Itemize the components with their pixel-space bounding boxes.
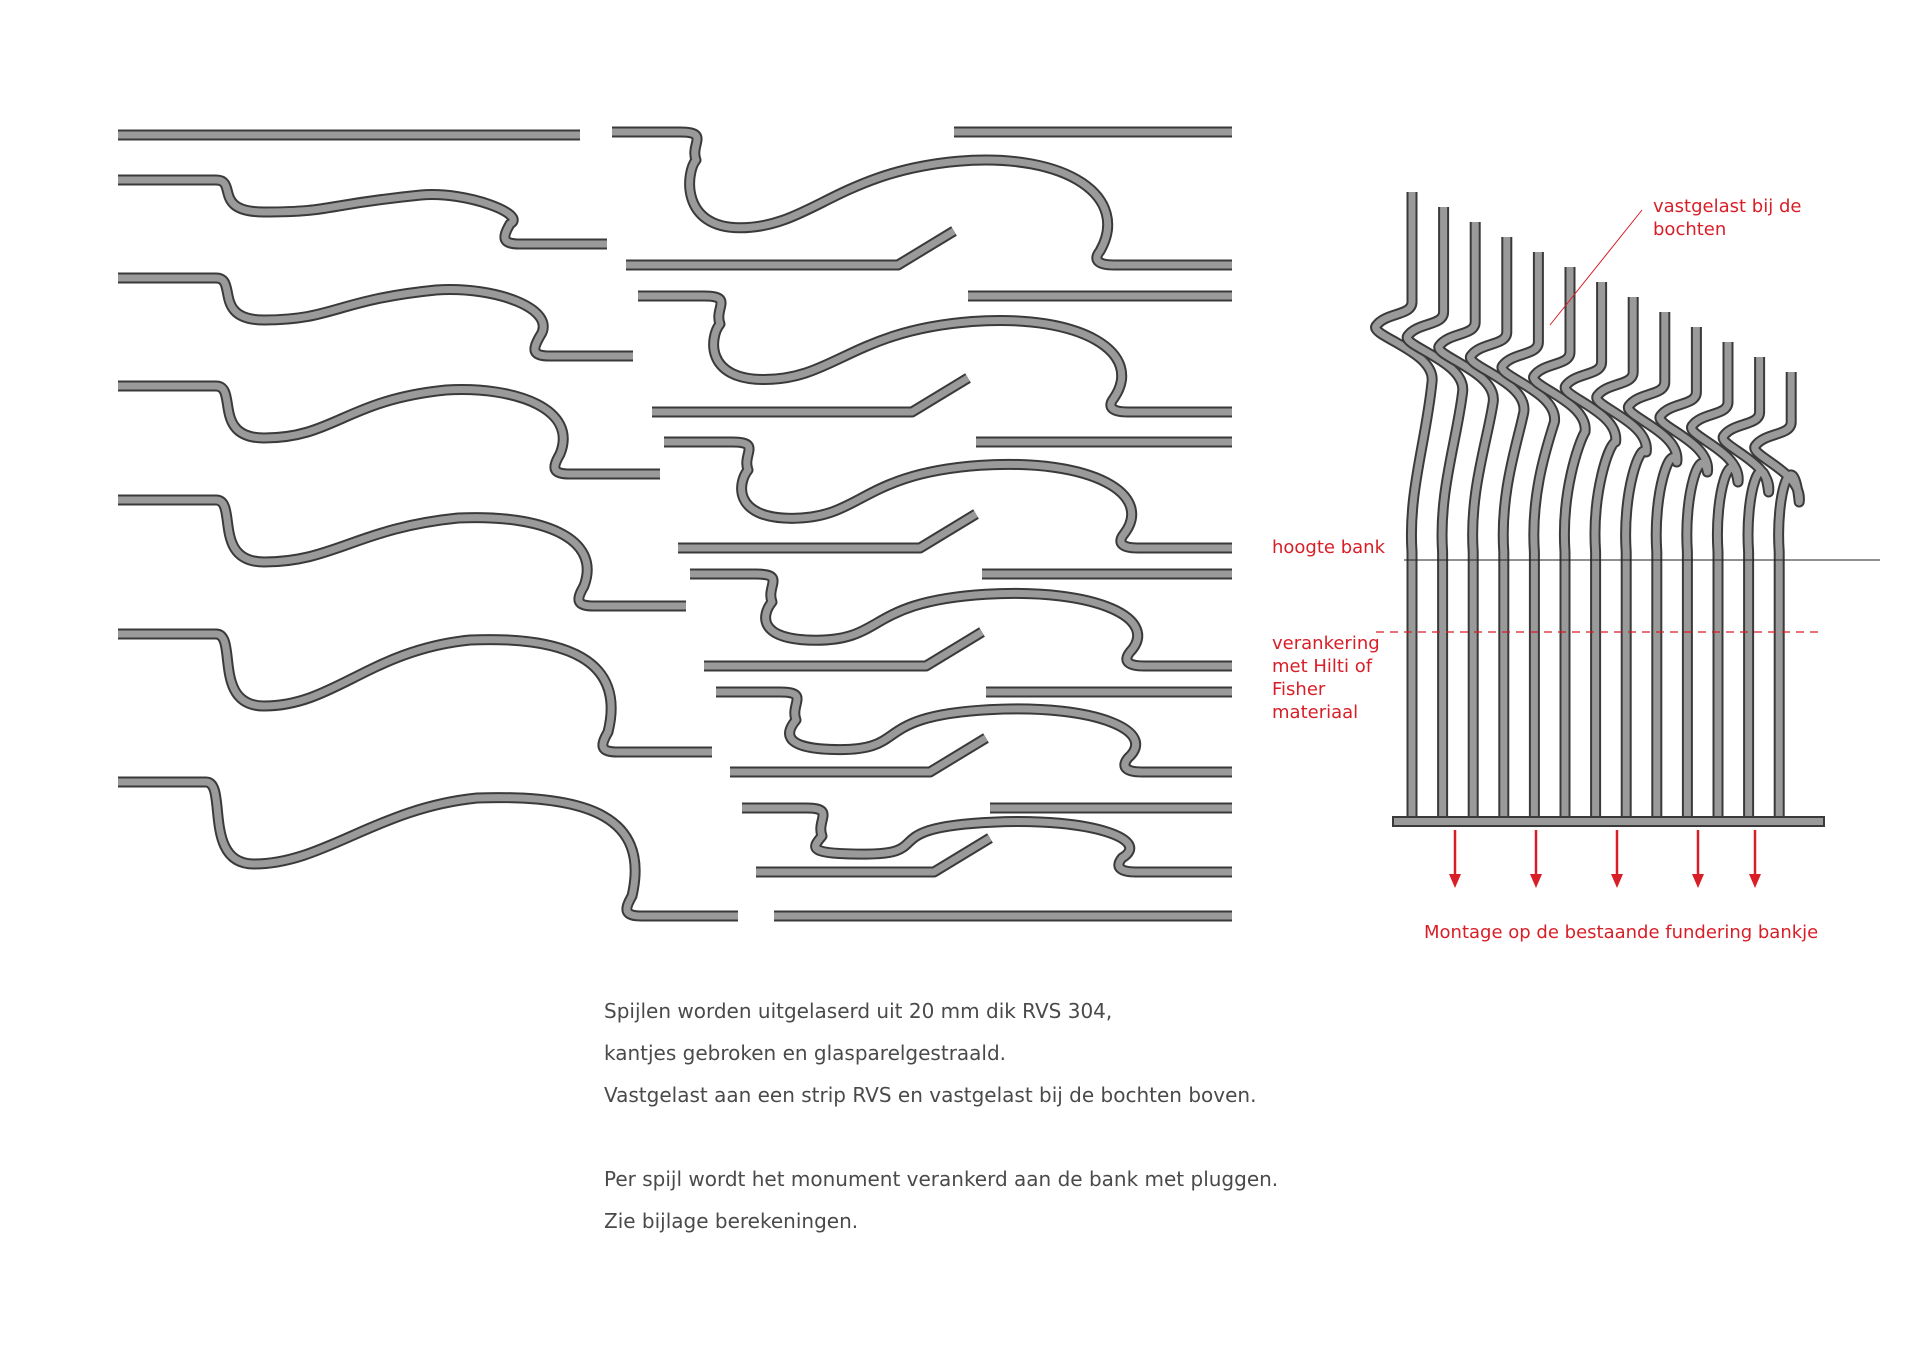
- upright-bar: [1749, 372, 1805, 818]
- upright-bar: [1654, 327, 1713, 818]
- welded-bends-label: vastgelast bij de bochten: [1653, 196, 1807, 240]
- upright-bar: [1370, 192, 1438, 818]
- anchoring-label: verankering met Hilti of Fisher materiaa…: [1272, 633, 1385, 723]
- bench-height-label: hoogte bank: [1272, 537, 1386, 558]
- flat-bar: [678, 509, 979, 554]
- flat-bar: [118, 174, 607, 250]
- flat-bar: [638, 290, 1232, 418]
- mounting-label: Montage op de bestaande fundering bankje: [1424, 922, 1818, 943]
- upright-bar: [1433, 222, 1499, 818]
- flat-bar: [742, 802, 1232, 878]
- anchor-arrow: [1692, 830, 1704, 888]
- anchor-arrows: [1449, 830, 1761, 888]
- upright-bar: [1528, 267, 1591, 818]
- description: Spijlen worden uitgelaserd uit 20 mm dik…: [604, 990, 1278, 1242]
- flat-bar: [730, 733, 989, 778]
- flat-bar: [756, 833, 993, 878]
- upright-bar: [1465, 237, 1530, 818]
- paragraph-gap: [604, 1116, 1278, 1158]
- upright-bar: [1591, 297, 1652, 818]
- upright-bar: [1560, 282, 1622, 818]
- flat-bar: [704, 627, 985, 672]
- anchor-arrow: [1449, 830, 1461, 888]
- anchor-arrow: [1749, 830, 1761, 888]
- description-line: Spijlen worden uitgelaserd uit 20 mm dik…: [604, 999, 1113, 1023]
- description-line: Vastgelast aan een strip RVS en vastgela…: [604, 1083, 1257, 1107]
- anchor-arrow: [1530, 830, 1542, 888]
- flat-bar: [118, 628, 712, 758]
- upright-bar: [1496, 252, 1560, 818]
- flat-bar: [690, 568, 1232, 672]
- upright-bar: [1718, 357, 1775, 818]
- upright-bars: [1370, 192, 1805, 818]
- flat-bar: [118, 494, 686, 612]
- welded-bends-leader: [1549, 209, 1643, 326]
- upright-bar: [1623, 312, 1683, 818]
- flat-bar: [118, 380, 660, 480]
- flat-bar: [716, 686, 1232, 778]
- flat-bar: [612, 126, 1232, 271]
- description-line: kantjes gebroken en glasparelgestraald.: [604, 1041, 1007, 1065]
- flat-bar: [626, 226, 957, 271]
- side-elevation: vastgelast bij de bochten hoogte bank ve…: [1272, 192, 1880, 943]
- upright-bar: [1686, 342, 1744, 818]
- base-strip: [1392, 816, 1825, 827]
- flat-bar: [664, 436, 1232, 554]
- anchor-arrow: [1611, 830, 1623, 888]
- description-line: Per spijl wordt het monument verankerd a…: [604, 1167, 1279, 1191]
- flat-bar: [118, 776, 738, 922]
- flat-bar: [118, 272, 633, 362]
- flat-bar: [652, 373, 971, 418]
- description-line: Zie bijlage berekeningen.: [604, 1209, 859, 1233]
- upright-bar: [1402, 207, 1469, 818]
- flat-bar-layout: [118, 126, 1232, 922]
